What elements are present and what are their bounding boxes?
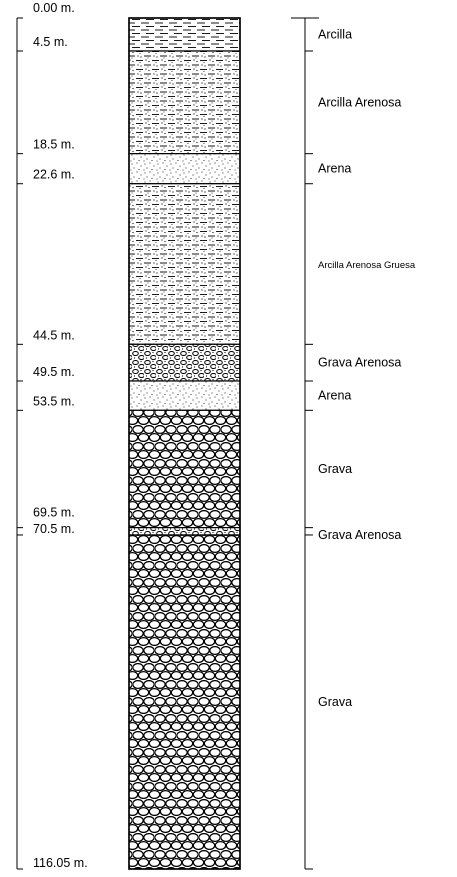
depth-label: 0.00 m. (33, 1, 75, 15)
layer-grava-6 (128, 409, 241, 529)
layer-arcilla-arenosa-gruesa-3 (128, 183, 241, 345)
lithology-label-arcilla-arenosa-gruesa: Arcilla Arenosa Gruesa (318, 260, 416, 271)
depth-label: 22.6 m. (33, 168, 75, 182)
depth-label: 49.5 m. (33, 365, 75, 379)
lithology-column (128, 17, 241, 870)
depth-label: 70.5 m. (33, 522, 75, 536)
depth-label: 69.5 m. (33, 506, 75, 520)
layer-grava-arenosa-7 (128, 527, 241, 536)
layer-grava-arenosa-4 (128, 343, 241, 382)
column-outline (128, 17, 241, 870)
layer-grava-8 (128, 534, 241, 870)
depth-label: 18.5 m. (33, 138, 75, 152)
depth-label: 53.5 m. (33, 394, 75, 408)
layer-arena-5 (128, 380, 241, 411)
lithology-label-arcilla: Arcilla (318, 27, 352, 41)
depth-axis: 0.00 m. 4.5 m. 18.5 m. 22.6 m. 44.5 m. 49.5 m… (16, 1, 88, 870)
layer-arcilla-0 (128, 17, 241, 52)
lithology-label-grava-arenosa: Grava Arenosa (318, 356, 401, 370)
lithology-label-grava-arenosa: Grava Arenosa (318, 528, 401, 542)
depth-label: 4.5 m. (33, 35, 68, 49)
layer-arcilla-arenosa-1 (128, 50, 241, 155)
layer-arena-2 (128, 153, 241, 185)
lithology-label-arcilla-arenosa: Arcilla Arenosa (318, 95, 401, 109)
lithology-label-grava: Grava (318, 695, 352, 709)
lithology-label-arena: Arena (318, 162, 351, 176)
lithology-label-arena: Arena (318, 389, 351, 403)
depth-label: 116.05 m. (33, 856, 88, 870)
lithology-label-grava: Grava (318, 462, 352, 476)
depth-label: 44.5 m. (33, 328, 75, 342)
